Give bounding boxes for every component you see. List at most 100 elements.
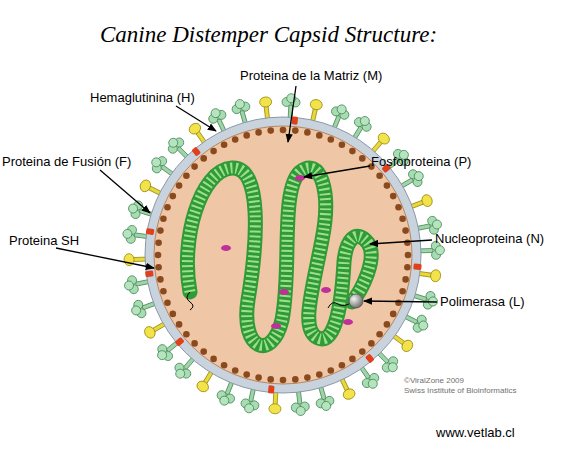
matrix-protein [292,127,299,134]
matrix-protein [280,127,287,134]
sh-protein-body [268,385,275,393]
fusion-head [430,269,442,282]
matrix-protein [210,148,217,155]
nucleocapsid [187,168,371,346]
nucleoprotein-coils [187,168,371,346]
leader-line [304,166,370,177]
sh-protein-body [145,270,154,277]
matrix-protein [170,193,177,200]
matrix-protein [405,252,412,259]
matrix-protein [200,155,207,162]
sh-protein [291,116,298,124]
hemagglutinin-head [210,107,222,119]
matrix-protein [157,227,164,234]
glycoprotein-spike [269,390,282,414]
matrix-protein [164,204,171,211]
matrix-protein [384,182,391,189]
watermark: www.vetlab.cl [436,425,515,440]
matrix-protein [376,172,383,179]
matrix-protein [243,132,250,139]
glycoprotein-spike [153,335,184,365]
fusion-head [376,131,392,146]
matrix-protein [316,132,323,139]
fusion-head [143,325,158,340]
fusion-head [309,98,323,110]
matrix-protein [399,288,406,295]
hemagglutinin-head [218,395,230,407]
matrix-protein [267,127,274,134]
matrix-protein [160,288,167,295]
sh-protein [413,263,421,270]
hemagglutinin-head [156,349,169,362]
matrix-protein [221,142,228,149]
sh-protein [191,147,201,157]
matrix-protein [304,374,311,381]
sh-protein-body [413,263,421,270]
matrix-protein [339,362,346,369]
hemagglutinin-head [124,280,135,291]
fusion-head [342,387,357,401]
polymerase-sphere [349,294,363,308]
glycoprotein-spike [281,93,300,119]
phosphoprotein [295,175,305,181]
matrix-protein [395,204,402,211]
hemagglutinin-head [127,203,138,214]
matrix-protein [267,376,274,383]
part-label: Polimerasa (L) [440,294,525,309]
phosphoprotein [271,323,281,329]
matrix-protein [402,227,409,234]
sh-protein-body [146,228,155,235]
matrix-protein [390,311,397,318]
matrix-protein [210,356,217,363]
sh-protein [145,270,154,277]
envelope-spikes [122,93,445,416]
rna-end [328,302,352,308]
leader-line [370,240,432,244]
phosphoprotein [279,289,289,295]
matrix-protein [384,321,391,328]
matrix-protein [316,371,323,378]
matrix-protein [404,239,411,246]
diagram-title: Canine Distemper Capsid Structure: [100,22,437,48]
hemagglutinin-head [432,219,443,230]
matrix-protein [292,376,299,383]
rna-end [187,292,193,310]
part-label: Proteina de Fusión (F) [2,154,131,169]
matrix-protein [183,331,190,338]
hemagglutinin-head [359,115,371,127]
leader-line [100,170,150,213]
leader-line [56,248,154,268]
matrix-protein [164,300,171,307]
matrix-protein [255,374,262,381]
matrix-protein [328,136,335,143]
hemagglutinin-head [386,361,399,374]
matrix-protein [200,348,207,355]
fusion-head [138,178,152,193]
hemagglutinin-head [167,136,180,149]
fusion-head [269,403,282,414]
part-label: Proteina de la Matriz (M) [240,68,382,83]
matrix-protein [232,136,239,143]
hemagglutinin-head [296,406,306,416]
hemagglutinin-head [367,378,380,391]
matrix-protein [359,348,366,355]
matrix-protein [280,377,287,384]
matrix-protein [191,163,198,170]
fusion-head [195,379,210,394]
hemagglutinin-head [417,319,429,331]
matrix-protein [170,311,177,318]
hemagglutinin-head [150,156,163,169]
phosphoprotein [221,245,231,251]
matrix-protein [304,129,311,136]
hemagglutinin-head [336,104,348,116]
matrix-protein [155,264,162,271]
matrix-protein [368,340,375,347]
watermark: ©ViralZone 2009 [404,376,464,386]
leader-line [288,86,296,142]
matrix-protein [349,148,356,155]
leader-line [176,106,216,131]
matrix-protein [176,321,183,328]
matrix-protein [157,276,164,283]
matrix-protein [255,129,262,136]
